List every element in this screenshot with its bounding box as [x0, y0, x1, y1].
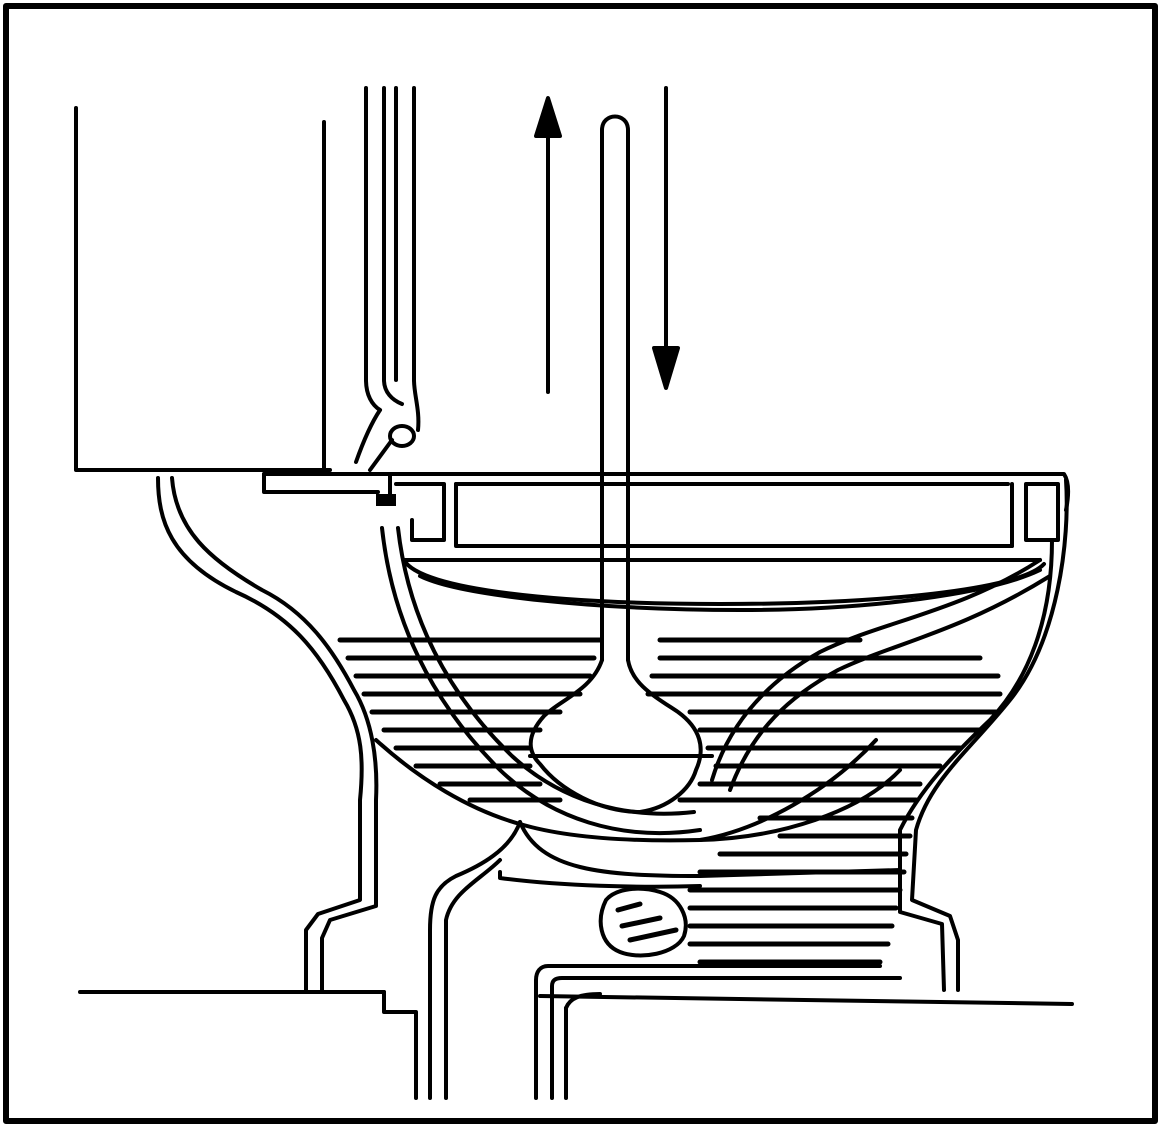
- outer-frame: [3, 3, 1158, 1124]
- floor-line: [78, 990, 1074, 1100]
- wax-ring: [598, 886, 688, 958]
- drain-flange: [534, 964, 902, 1100]
- cistern-tank: [74, 106, 332, 472]
- jet-channel: [698, 558, 1052, 842]
- bowl-rim: [328, 472, 1071, 562]
- float-rod: [600, 114, 630, 662]
- down-arrow: [652, 86, 680, 390]
- up-arrow: [534, 96, 562, 394]
- flush-pipe: [380, 526, 702, 835]
- bowl: [156, 476, 1069, 992]
- trapway: [428, 820, 902, 1012]
- flush-valve-assembly: [262, 86, 421, 506]
